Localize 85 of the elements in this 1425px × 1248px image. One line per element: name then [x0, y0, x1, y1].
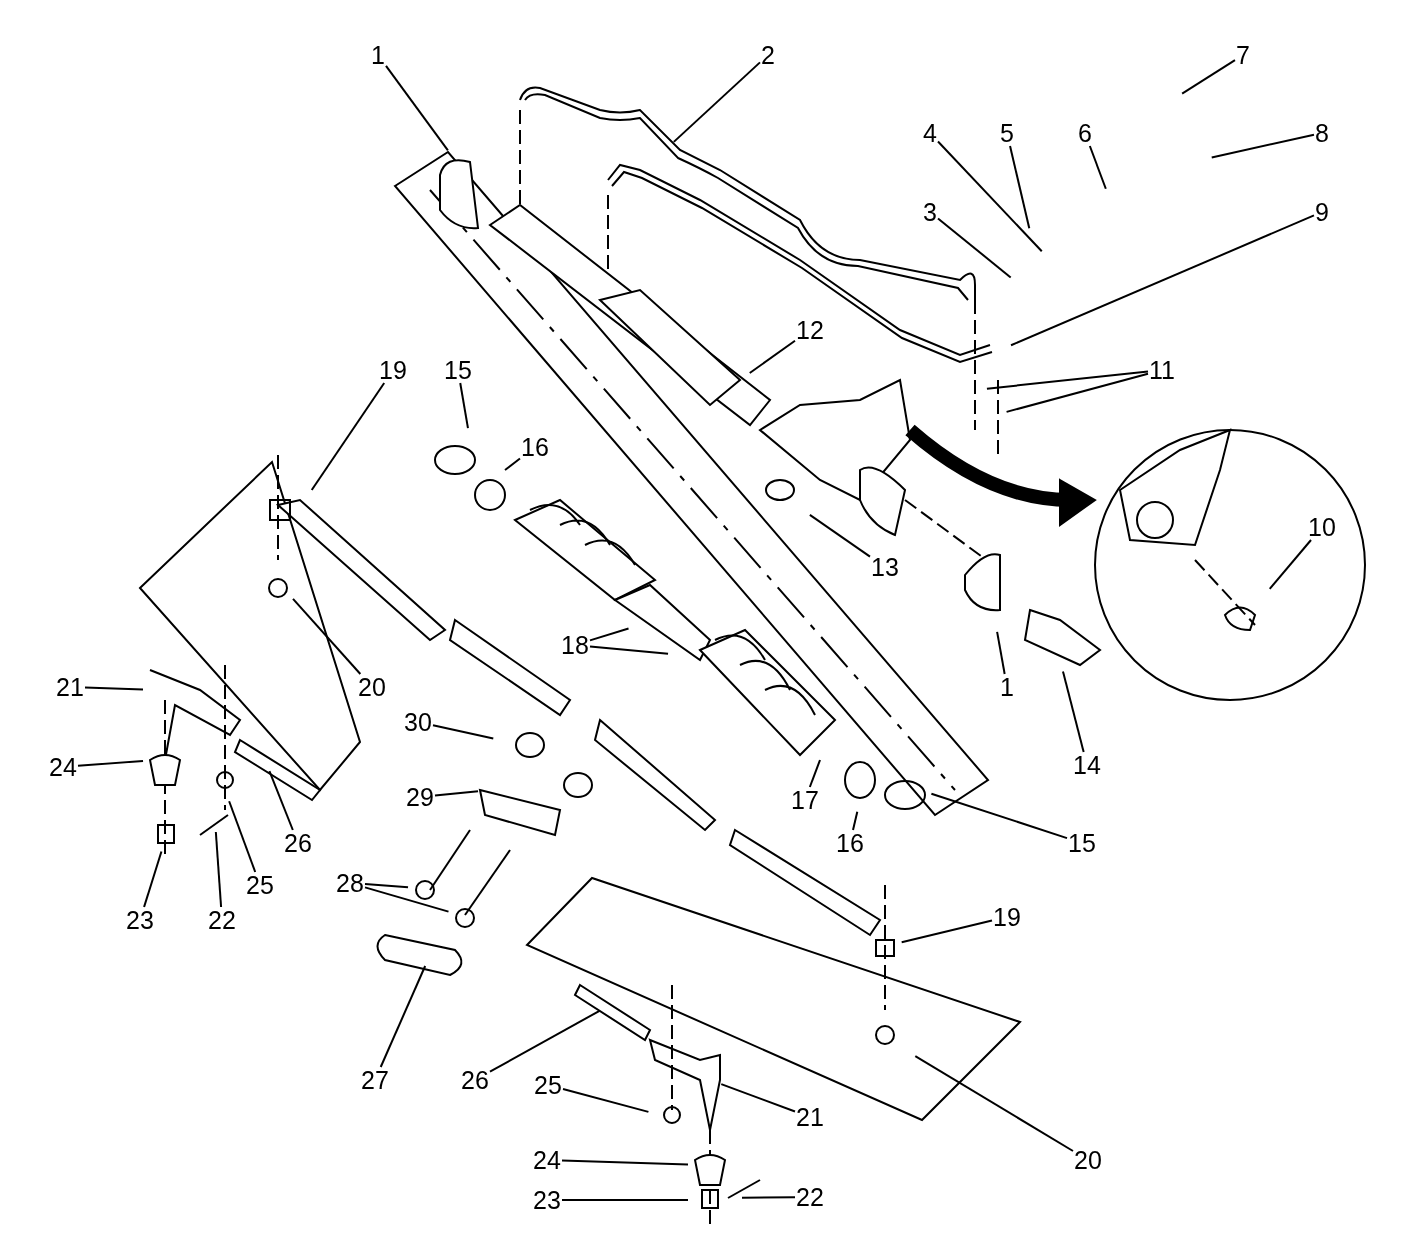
leader-line	[84, 686, 144, 691]
callout-number: 20	[357, 674, 387, 700]
leader-line	[985, 370, 1149, 390]
callout-number: 12	[795, 317, 825, 343]
leader-line	[364, 883, 410, 889]
callout-number: 19	[992, 904, 1022, 930]
leader-line	[589, 627, 630, 642]
leader-line	[672, 61, 761, 143]
callout-number: 22	[795, 1184, 825, 1210]
callout-number: 22	[207, 907, 237, 933]
callout-number: 14	[1072, 752, 1102, 778]
leader-line	[385, 64, 449, 152]
callout-number: 27	[360, 1067, 390, 1093]
callout-number: 17	[790, 787, 820, 813]
leader-line	[900, 919, 993, 944]
callout-number: 2	[760, 42, 776, 68]
leader-line	[434, 790, 480, 797]
leader-line	[1005, 372, 1149, 413]
callout-number: 10	[1307, 514, 1337, 540]
leader-line	[379, 965, 427, 1068]
callout-number: 13	[870, 554, 900, 580]
leader-line	[937, 140, 1043, 253]
leader-line	[589, 645, 670, 655]
leader-line	[1062, 670, 1085, 753]
callout-number: 25	[245, 872, 275, 898]
callout-number: 26	[460, 1067, 490, 1093]
leader-line	[364, 886, 450, 913]
callout-number: 30	[403, 709, 433, 735]
callout-number: 16	[835, 830, 865, 856]
callout-number: 9	[1314, 199, 1330, 225]
callout-number: 15	[1067, 830, 1097, 856]
leader-line	[930, 792, 1068, 840]
callout-number: 24	[532, 1147, 562, 1173]
leader-line	[720, 1083, 796, 1113]
leader-line	[77, 759, 145, 767]
leader-line	[808, 513, 871, 558]
leader-line	[143, 850, 163, 908]
callout-number: 20	[1073, 1147, 1103, 1173]
leader-line	[1268, 539, 1312, 590]
leader-line	[459, 382, 469, 430]
callout-number: 5	[999, 120, 1015, 146]
leader-line	[1009, 145, 1031, 230]
callout-number: 1	[999, 674, 1015, 700]
callout-number: 3	[922, 199, 938, 225]
leader-line	[228, 800, 257, 873]
callout-number: 24	[48, 754, 78, 780]
leader-line	[1010, 214, 1315, 347]
leader-line	[504, 457, 521, 471]
leader-line	[1088, 145, 1107, 190]
leader-line	[996, 630, 1006, 675]
leader-line	[310, 382, 386, 492]
callout-number: 21	[795, 1104, 825, 1130]
leader-line	[741, 1196, 796, 1199]
callout-number: 23	[532, 1187, 562, 1213]
leader-line	[489, 1009, 601, 1073]
callout-number: 23	[125, 907, 155, 933]
callout-number: 28	[335, 870, 365, 896]
leader-line	[937, 217, 1012, 279]
leader-line	[268, 770, 294, 831]
callout-number: 26	[283, 830, 313, 856]
leader-line	[1181, 59, 1236, 95]
leader-line	[292, 597, 362, 675]
callout-number: 7	[1235, 42, 1251, 68]
leader-line	[561, 1199, 689, 1201]
callout-number: 21	[55, 674, 85, 700]
callout-number: 19	[378, 357, 408, 383]
callout-number: 29	[405, 784, 435, 810]
leader-line	[852, 810, 859, 831]
leader-line	[914, 1055, 1074, 1152]
callout-number: 16	[520, 434, 550, 460]
callout-number: 4	[922, 120, 938, 146]
leader-line	[562, 1088, 650, 1113]
leader-line	[748, 339, 796, 375]
callout-number: 25	[533, 1072, 563, 1098]
callout-number: 1	[370, 42, 386, 68]
leader-line	[432, 724, 495, 740]
callout-number: 6	[1077, 120, 1093, 146]
callout-number: 15	[443, 357, 473, 383]
leader-line	[1210, 133, 1315, 159]
callout-number: 8	[1314, 120, 1330, 146]
callout-number: 11	[1148, 357, 1176, 383]
leader-line	[561, 1159, 689, 1166]
callout-number: 18	[560, 632, 590, 658]
leader-line	[808, 759, 821, 788]
leader-line	[214, 830, 223, 908]
